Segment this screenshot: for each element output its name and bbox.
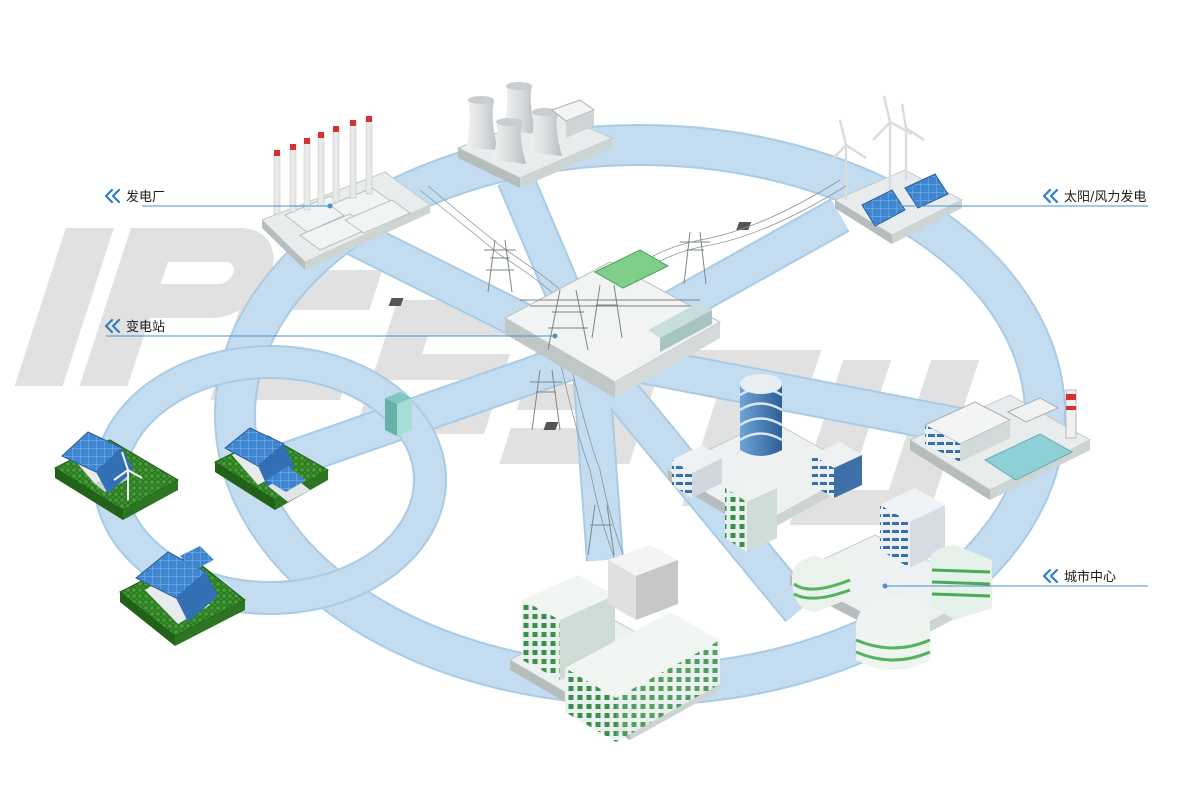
- double-chevron-left-icon: [1042, 568, 1059, 584]
- smokestack-row: [273, 116, 373, 215]
- callout-substation: 变电站: [104, 318, 558, 339]
- house: [213, 427, 330, 510]
- double-chevron-left-icon: [104, 188, 121, 204]
- double-chevron-left-icon: [1042, 188, 1059, 204]
- callout-label-substation: 变电站: [126, 319, 165, 335]
- residential-blocks: [508, 545, 722, 742]
- double-chevron-left-icon: [104, 318, 121, 334]
- city-center-buildings: [788, 488, 992, 670]
- power-plant: [261, 116, 431, 270]
- substation: [503, 249, 722, 398]
- callout-solar-wind: 太阳/风力发电: [897, 188, 1148, 209]
- office-district: [666, 374, 862, 552]
- utility-cabinet: [385, 392, 412, 436]
- wind-turbine-icon: [829, 95, 925, 200]
- callout-label-city-center: 城市中心: [1064, 569, 1116, 585]
- solar-wind-farm: [829, 95, 964, 244]
- house: [119, 546, 246, 646]
- callout-power-plant: 发电厂: [104, 188, 333, 209]
- house-cluster: [53, 427, 330, 646]
- solar-panel-icon: [861, 173, 949, 227]
- callout-city-center: 城市中心: [882, 568, 1148, 589]
- wind-turbine-icon: [113, 451, 143, 500]
- callout-label-power-plant: 发电厂: [126, 189, 165, 205]
- cooling-tower-plant: [456, 82, 614, 188]
- house: [53, 431, 180, 520]
- industrial-plant: [908, 389, 1092, 500]
- pylon-icon: [484, 231, 710, 556]
- callout-label-solar-wind: 太阳/风力发电: [1064, 189, 1146, 205]
